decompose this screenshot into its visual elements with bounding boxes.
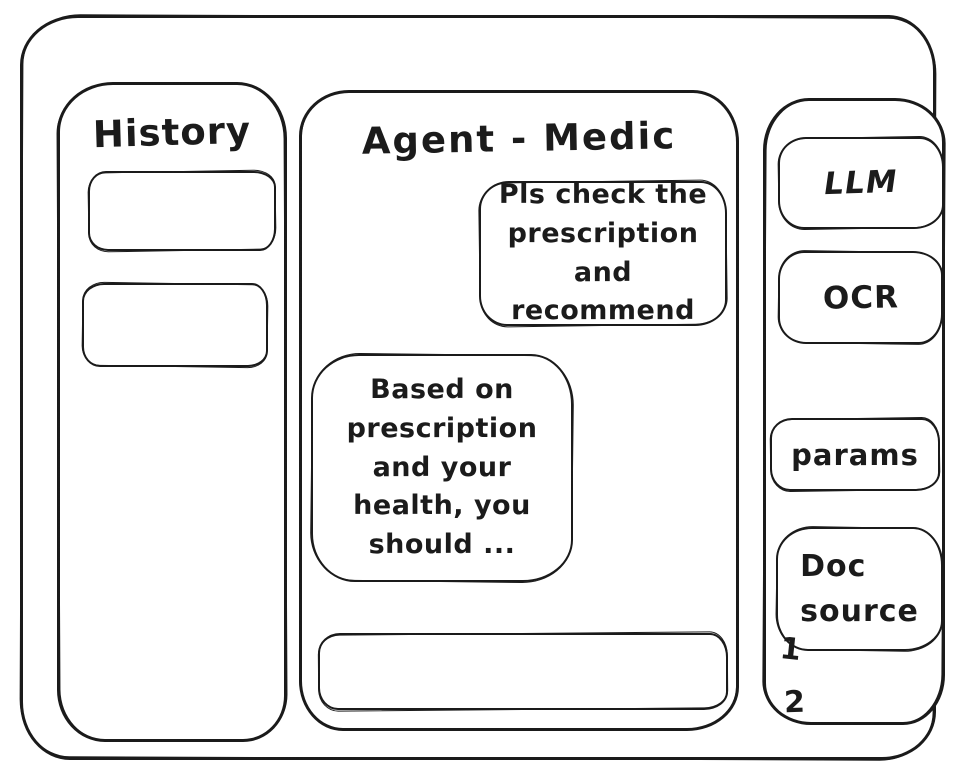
history-panel: History (57, 82, 287, 742)
page-title: Agent - Medic (361, 114, 677, 163)
app-window: History Agent - Medic Pls check the pres… (20, 15, 945, 760)
ocr-button[interactable]: OCR (778, 251, 943, 344)
doc-source-list-item-2[interactable]: 2 (783, 684, 806, 721)
chat-panel: Agent - Medic Pls check the prescription… (299, 90, 739, 731)
params-button[interactable]: params (770, 418, 940, 491)
params-button-label: params (791, 437, 919, 472)
doc-source-list-item-1[interactable]: 1 (778, 631, 803, 668)
doc-source-button[interactable]: Doc source (776, 527, 943, 651)
history-title: History (92, 108, 252, 157)
ocr-button-label: OCR (822, 278, 899, 317)
history-item[interactable] (82, 283, 268, 367)
user-message-text: Pls check the prescription and recommend (498, 178, 708, 327)
user-message-bubble: Pls check the prescription and recommend (479, 179, 727, 326)
llm-button-label: LLM (821, 163, 901, 203)
llm-button[interactable]: LLM (778, 137, 944, 229)
message-input[interactable] (318, 633, 728, 710)
tools-panel: LLM OCR params Doc source 1 2 (763, 98, 945, 725)
doc-source-button-label: Doc source (800, 549, 919, 629)
history-item[interactable] (88, 171, 276, 251)
assistant-message-text: Based on prescription and your health, y… (346, 373, 538, 561)
assistant-message-bubble: Based on prescription and your health, y… (311, 354, 573, 582)
